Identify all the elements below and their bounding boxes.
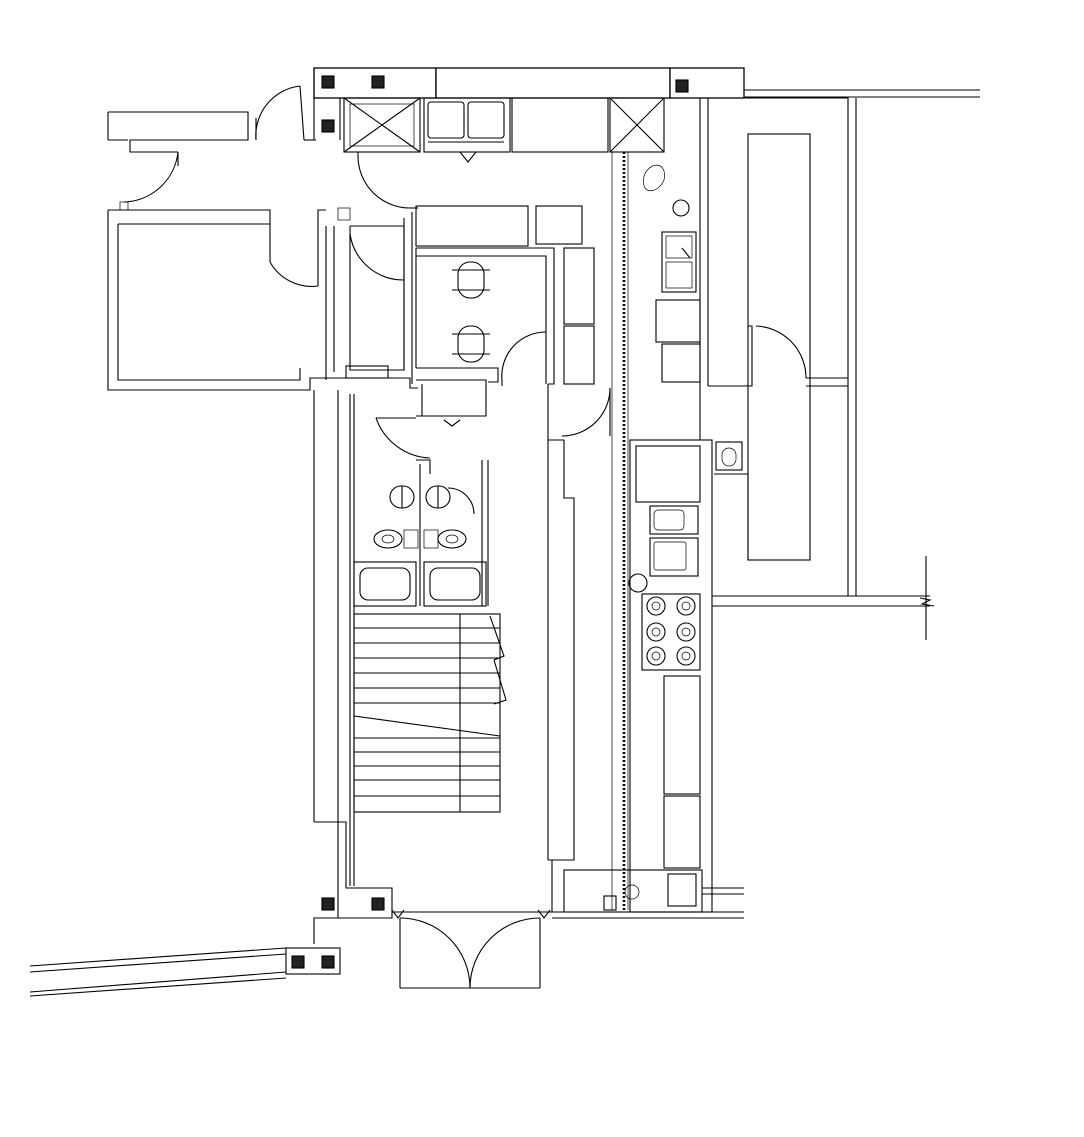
bedroom-door: [123, 151, 319, 287]
top-counter: [511, 97, 609, 153]
bathtubs: [353, 561, 487, 607]
storage-cabinet-top-right: [609, 97, 665, 153]
washroom-door: [375, 417, 431, 474]
small-room: [345, 212, 413, 384]
sofa-chairs: [452, 261, 490, 363]
bedroom-left: [107, 201, 418, 391]
lounge-wall: [415, 247, 555, 385]
corridor: [547, 384, 611, 912]
kitchen-counter-lower: [563, 675, 703, 913]
storage-cabinet-top-left: [343, 97, 421, 153]
lounge-counter-top: [415, 205, 583, 247]
top-left-door: [255, 85, 316, 141]
cabinet-right-column: [563, 247, 595, 385]
dining-room: [708, 97, 935, 640]
bottom-left-ramp: [29, 947, 341, 997]
double-entrance-door: [391, 909, 551, 989]
small-room-door: [357, 152, 418, 209]
kitchen-counter-divider: [611, 152, 629, 910]
entrance-hall: [313, 821, 744, 944]
top-left-wall-stub: [107, 111, 249, 153]
gas-burners: [641, 593, 701, 671]
refrigerator-pair: [423, 97, 511, 163]
kitchen-upper: [643, 98, 709, 440]
washbasins: [373, 529, 467, 549]
staircase: [353, 613, 507, 813]
toilets: [389, 460, 489, 606]
lounge-door: [501, 331, 547, 386]
structural-columns-top: [321, 75, 689, 133]
